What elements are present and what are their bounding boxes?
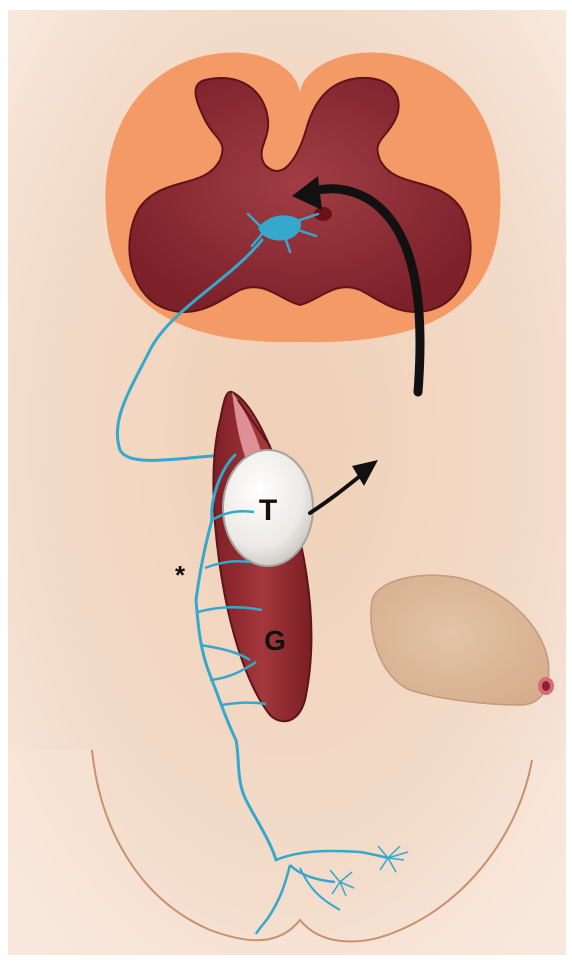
tumor-label: T (259, 494, 277, 527)
tumor: T (223, 450, 313, 566)
asterisk-marker: * (175, 560, 186, 590)
gland-label: G (264, 625, 286, 656)
